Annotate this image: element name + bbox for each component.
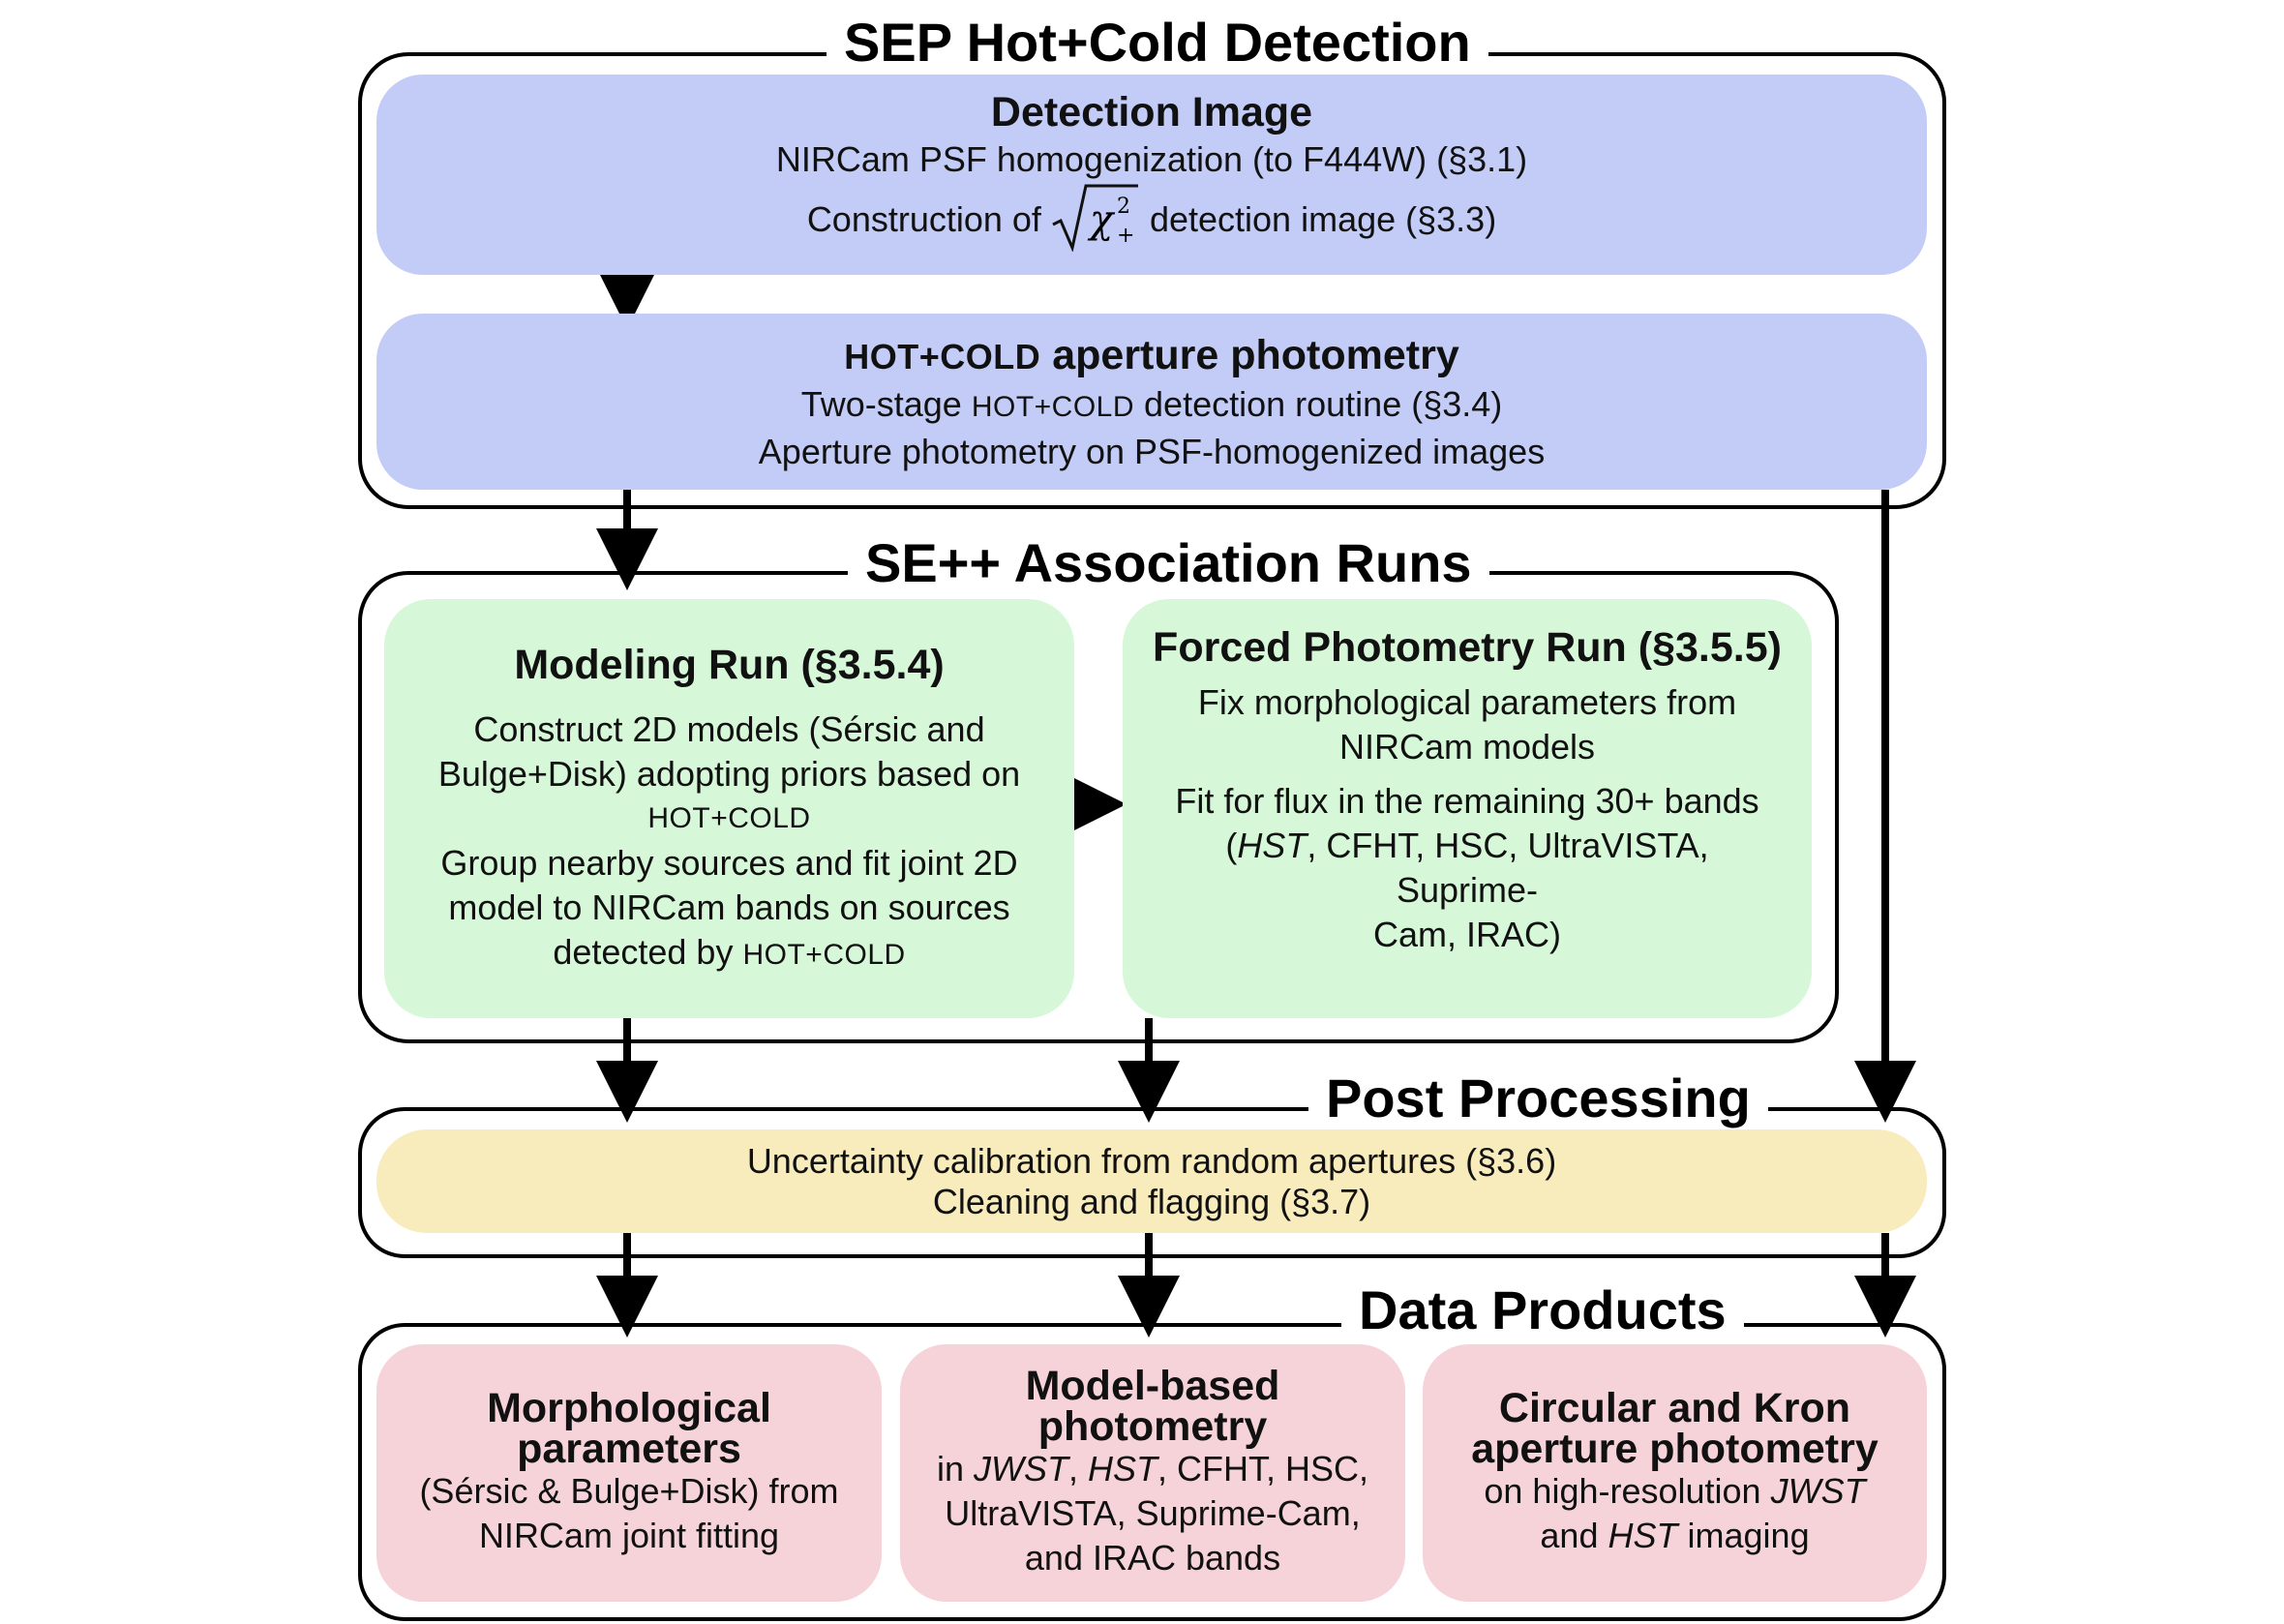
sqrt-chi-symbol: χ 2 +: [1051, 182, 1140, 262]
forced-photometry-box: Forced Photometry Run (§3.5.5) Fix morph…: [1123, 599, 1812, 1018]
forced-p2a: Fit for flux in the remaining 30+ bands: [1175, 780, 1759, 821]
detection-line-1: NIRCam PSF homogenization (to F444W) (§3…: [775, 139, 1528, 179]
modeling-p2c: detected by HOT+COLD: [553, 932, 906, 972]
modeling-p1a: Construct 2D models (Sérsic and: [473, 709, 985, 749]
data-products-group-title: Data Products: [1341, 1279, 1744, 1341]
model-phot-line-3: and IRAC bands: [1024, 1538, 1281, 1578]
post-group: [358, 1107, 1946, 1258]
aperture-line-2: Aperture photometry on PSF-homogenized i…: [758, 431, 1546, 471]
svg-text:+: +: [1117, 224, 1134, 248]
aperture-photometry-box: HOT+COLD aperture photometry Two-stage H…: [376, 314, 1927, 490]
morph-line-1: (Sérsic & Bulge+Disk) from: [419, 1471, 839, 1511]
post-line-1: Uncertainty calibration from random aper…: [746, 1140, 1557, 1181]
morph-line-2: NIRCam joint fitting: [478, 1516, 780, 1555]
model-based-photometry-box: Model-based photometry in JWST, HST, CFH…: [900, 1344, 1405, 1602]
modeling-run-box: Modeling Run (§3.5.4) Construct 2D model…: [384, 599, 1074, 1018]
circ-title-2: aperture photometry: [1471, 1426, 1878, 1472]
modeling-p1c: HOT+COLD: [647, 802, 811, 834]
circ-line-2: and HST imaging: [1540, 1516, 1810, 1555]
aperture-line-1: Two-stage HOT+COLD detection routine (§3…: [800, 383, 1503, 424]
svg-text:χ: χ: [1087, 197, 1116, 242]
sep-group-title: SEP Hot+Cold Detection: [826, 12, 1488, 74]
circular-kron-photometry-box: Circular and Kron aperture photometry on…: [1423, 1344, 1927, 1602]
detection-image-title: Detection Image: [990, 89, 1313, 135]
aperture-photometry-title: HOT+COLD aperture photometry: [844, 331, 1459, 378]
model-phot-title-1: Model-based: [1025, 1363, 1280, 1409]
model-phot-title-2: photometry: [1037, 1403, 1268, 1450]
data-products-group: [358, 1323, 1946, 1621]
detection-line-2: Construction of χ 2 + detection image (§…: [807, 182, 1496, 262]
model-phot-line-2: UltraVISTA, Suprime-Cam,: [945, 1493, 1361, 1533]
circ-line-1: on high-resolution JWST: [1484, 1471, 1866, 1511]
morphological-parameters-box: Morphological parameters (Sérsic & Bulge…: [376, 1344, 882, 1602]
post-processing-box: Uncertainty calibration from random aper…: [376, 1129, 1927, 1233]
post-line-2: Cleaning and flagging (§3.7): [932, 1181, 1371, 1221]
model-phot-line-1: in JWST, HST, CFHT, HSC,: [936, 1449, 1369, 1489]
modeling-p2b: model to NIRCam bands on sources: [448, 887, 1010, 927]
forced-photometry-title: Forced Photometry Run (§3.5.5): [1153, 623, 1782, 671]
svg-text:2: 2: [1117, 195, 1130, 219]
detection-image-box: Detection Image NIRCam PSF homogenizatio…: [376, 75, 1927, 275]
morph-title-1: Morphological: [487, 1385, 771, 1431]
modeling-run-title: Modeling Run (§3.5.4): [514, 642, 945, 688]
forced-p1b: NIRCam models: [1338, 726, 1596, 767]
modeling-p2a: Group nearby sources and fit joint 2D: [440, 843, 1018, 883]
post-group-title: Post Processing: [1308, 1068, 1768, 1129]
morph-title-2: parameters: [517, 1426, 741, 1472]
forced-p2c: Cam, IRAC): [1372, 914, 1561, 954]
forced-p2b: (HST, CFHT, HSC, UltraVISTA, Suprime-: [1225, 825, 1709, 910]
sepp-group-title: SE++ Association Runs: [848, 532, 1489, 594]
circ-title-1: Circular and Kron: [1498, 1385, 1851, 1431]
forced-p1a: Fix morphological parameters from: [1197, 681, 1737, 722]
modeling-p1b: Bulge+Disk) adopting priors based on: [437, 754, 1021, 794]
